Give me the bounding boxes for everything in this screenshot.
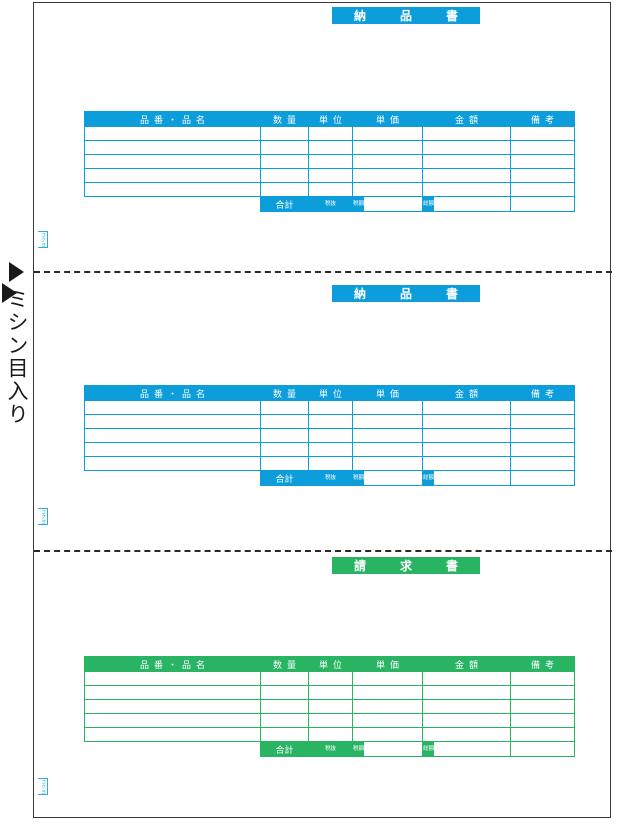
section-title: 納 品 書 bbox=[332, 285, 480, 302]
perforation-line-2 bbox=[34, 550, 612, 552]
col-item: 品番・品名 bbox=[84, 656, 261, 672]
paper-sheet: コクヨ コクヨ コクヨ 納 品 書 品番・品名 数量 bbox=[33, 2, 612, 819]
perforation-label: ミシン目入り bbox=[5, 288, 29, 426]
section-title: 請 求 書 bbox=[332, 557, 480, 574]
col-item: 品番・品名 bbox=[84, 385, 261, 401]
col-unit: 単位 bbox=[308, 656, 353, 672]
col-qty: 数量 bbox=[260, 656, 309, 672]
col-qty: 数量 bbox=[260, 385, 309, 401]
tax-amount-label: 税額 bbox=[353, 197, 364, 211]
table-row[interactable] bbox=[84, 414, 575, 429]
tax-amount-value[interactable]: 総額 bbox=[422, 196, 511, 212]
brand-mark-2: コクヨ bbox=[38, 508, 48, 534]
table-body: 合計 税抜 税額 総額 bbox=[84, 126, 575, 212]
section-delivery-1: 納 品 書 品番・品名 数量 単位 単価 金額 備考 bbox=[34, 3, 612, 271]
section-invoice: 請 求 書 品番・品名 数量 単位 単価 金額 備考 bbox=[34, 552, 612, 819]
tax-amount-value[interactable]: 総額 bbox=[422, 470, 511, 486]
brand-mark-1: コクヨ bbox=[38, 231, 48, 257]
grand-total-label: 総額 bbox=[423, 197, 434, 211]
col-unit: 単位 bbox=[308, 385, 353, 401]
table-row[interactable] bbox=[84, 699, 575, 714]
grand-total-value[interactable] bbox=[510, 196, 575, 212]
tax-amount-label: 税額 bbox=[353, 471, 364, 485]
total-label: 合計 bbox=[260, 470, 309, 486]
col-remarks: 備考 bbox=[510, 385, 575, 401]
items-table: 品番・品名 数量 単位 単価 金額 備考 bbox=[84, 111, 575, 212]
grand-total-value[interactable] bbox=[510, 741, 575, 757]
triangle-right-icon bbox=[9, 262, 24, 282]
grand-total-value[interactable] bbox=[510, 470, 575, 486]
table-row[interactable] bbox=[84, 182, 575, 197]
table-body: 合計 税抜 税額 総額 bbox=[84, 400, 575, 486]
perforation-annotation: ミシン目入り bbox=[0, 262, 33, 562]
table-header-row: 品番・品名 数量 単位 単価 金額 備考 bbox=[84, 656, 575, 672]
table-row[interactable] bbox=[84, 685, 575, 700]
subtotal-ex-tax-value[interactable]: 税額 bbox=[352, 196, 423, 212]
tax-amount-value[interactable]: 総額 bbox=[422, 741, 511, 757]
table-header-row: 品番・品名 数量 単位 単価 金額 備考 bbox=[84, 385, 575, 401]
total-spacer bbox=[84, 196, 261, 212]
tax-amount-label: 税額 bbox=[353, 742, 364, 756]
col-remarks: 備考 bbox=[510, 656, 575, 672]
col-item: 品番・品名 bbox=[84, 111, 261, 127]
col-amount: 金額 bbox=[422, 385, 511, 401]
table-row[interactable] bbox=[84, 140, 575, 155]
items-table: 品番・品名 数量 単位 単価 金額 備考 bbox=[84, 385, 575, 486]
table-row[interactable] bbox=[84, 126, 575, 141]
col-amount: 金額 bbox=[422, 656, 511, 672]
perforation-line-1 bbox=[34, 271, 612, 273]
total-row: 合計 税抜 税額 総額 bbox=[84, 196, 575, 212]
table-row[interactable] bbox=[84, 456, 575, 471]
triangle-right-icon-2 bbox=[2, 283, 17, 303]
total-row: 合計 税抜 税額 総額 bbox=[84, 741, 575, 757]
table-header-row: 品番・品名 数量 単位 単価 金額 備考 bbox=[84, 111, 575, 127]
table-row[interactable] bbox=[84, 154, 575, 169]
col-remarks: 備考 bbox=[510, 111, 575, 127]
subtotal-ex-tax-value[interactable]: 税額 bbox=[352, 741, 423, 757]
col-unitprice: 単価 bbox=[352, 111, 423, 127]
col-qty: 数量 bbox=[260, 111, 309, 127]
table-row[interactable] bbox=[84, 168, 575, 183]
items-table: 品番・品名 数量 単位 単価 金額 備考 bbox=[84, 656, 575, 757]
table-row[interactable] bbox=[84, 727, 575, 742]
total-spacer bbox=[84, 741, 261, 757]
subtotal-ex-tax-label: 税抜 bbox=[308, 196, 353, 212]
section-title: 納 品 書 bbox=[332, 7, 480, 24]
total-spacer bbox=[84, 470, 261, 486]
grand-total-label: 総額 bbox=[423, 742, 434, 756]
total-row: 合計 税抜 税額 総額 bbox=[84, 470, 575, 486]
col-unitprice: 単価 bbox=[352, 656, 423, 672]
col-amount: 金額 bbox=[422, 111, 511, 127]
brand-mark-3: コクヨ bbox=[38, 778, 48, 804]
table-row[interactable] bbox=[84, 671, 575, 686]
subtotal-ex-tax-label: 税抜 bbox=[308, 470, 353, 486]
col-unitprice: 単価 bbox=[352, 385, 423, 401]
subtotal-ex-tax-label: 税抜 bbox=[308, 741, 353, 757]
subtotal-ex-tax-value[interactable]: 税額 bbox=[352, 470, 423, 486]
table-body: 合計 税抜 税額 総額 bbox=[84, 671, 575, 757]
total-label: 合計 bbox=[260, 741, 309, 757]
total-label: 合計 bbox=[260, 196, 309, 212]
table-row[interactable] bbox=[84, 428, 575, 443]
table-row[interactable] bbox=[84, 713, 575, 728]
table-row[interactable] bbox=[84, 442, 575, 457]
grand-total-label: 総額 bbox=[423, 471, 434, 485]
table-row[interactable] bbox=[84, 400, 575, 415]
section-delivery-2: 納 品 書 品番・品名 数量 単位 単価 金額 備考 bbox=[34, 273, 612, 550]
col-unit: 単位 bbox=[308, 111, 353, 127]
